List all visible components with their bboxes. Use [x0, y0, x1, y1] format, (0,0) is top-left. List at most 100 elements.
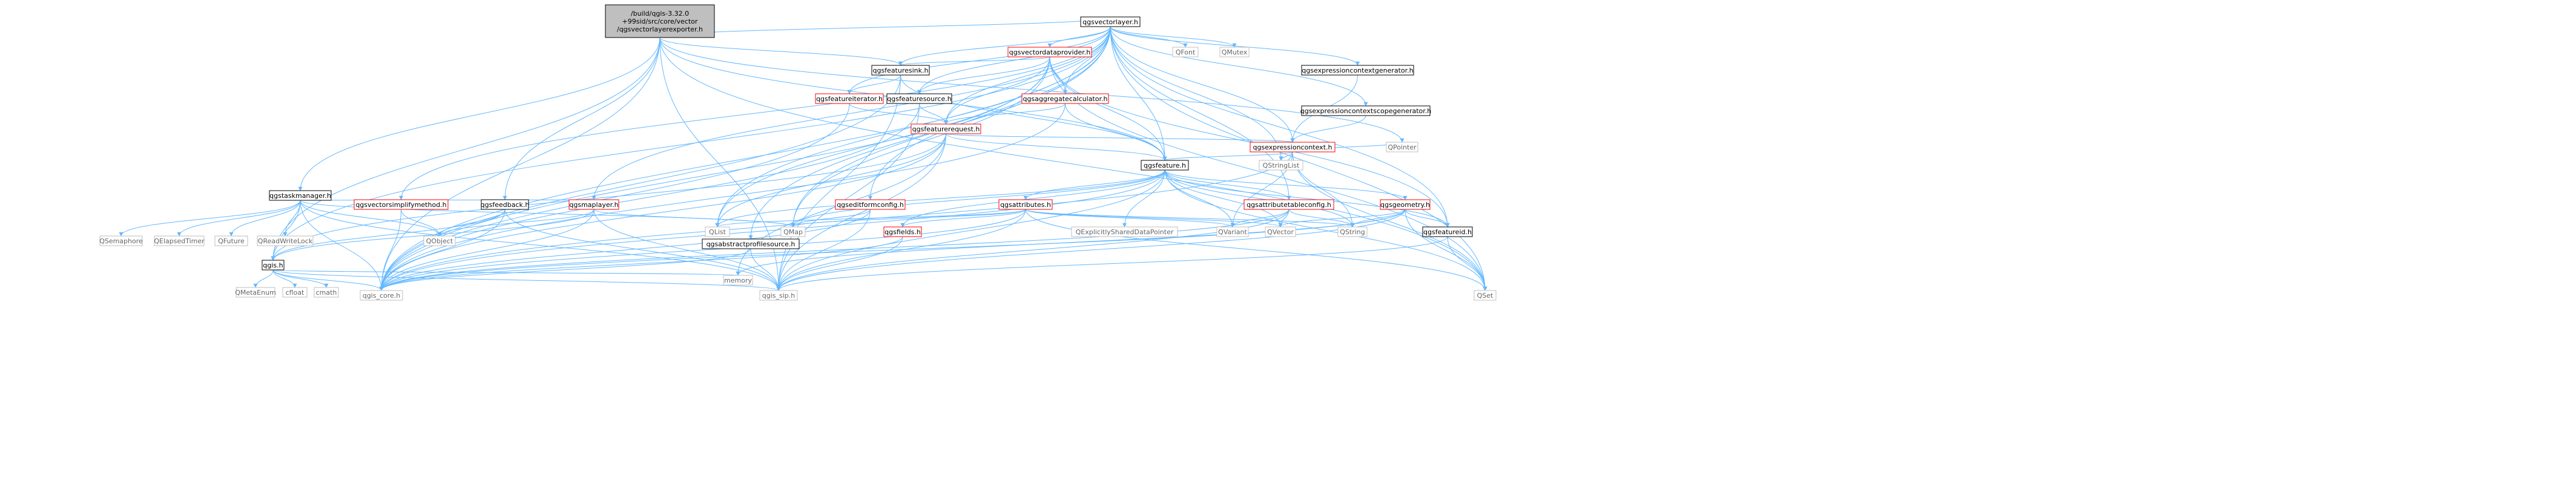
- edge-qgstaskmanager-to-qgis: [271, 200, 301, 261]
- node-box: [423, 235, 456, 246]
- node-root[interactable]: /build/qgis-3.32.0+99sid/src/core/vector…: [605, 4, 715, 38]
- edge-qgsvectorlayer-to-qgis_core: [379, 26, 1111, 291]
- node-box: [99, 235, 143, 246]
- node-qgsexpressioncontextscopegenerator[interactable]: qgsexpressioncontextscopegenerator.h: [1300, 105, 1432, 116]
- edge-line: [1405, 209, 1450, 228]
- edge-line: [379, 209, 1406, 291]
- edge-line: [1447, 236, 1487, 291]
- edge-qgstaskmanager-to-QElapsedTimer: [177, 200, 301, 237]
- node-qgstaskmanager[interactable]: qgstaskmanager.h: [269, 190, 332, 201]
- edge-line: [379, 133, 946, 291]
- edge-line: [593, 209, 796, 228]
- node-qgsfeatureid[interactable]: qgsfeatureid.h: [1422, 226, 1473, 237]
- node-qgsfeaturerequest[interactable]: qgsfeaturerequest.h: [911, 123, 981, 134]
- edge-line: [272, 269, 384, 291]
- node-qgsfeatureiterator[interactable]: qgsfeatureiterator.h: [815, 93, 884, 104]
- edge-qgsvectorlayer-to-QSet: [1110, 26, 1487, 291]
- edge-qgstaskmanager-to-QSemaphore: [119, 200, 301, 237]
- edge-line: [272, 269, 740, 276]
- edge-qgsfeaturerequest-to-qgsfeature: [946, 133, 1167, 161]
- node-label: qgsvectorlayer.h: [1082, 18, 1138, 26]
- node-label: QList: [709, 228, 726, 236]
- node-box: [1386, 142, 1418, 153]
- edge-line: [1025, 209, 1283, 228]
- node-box: [568, 199, 619, 210]
- edge-qgsvectorlayer-to-qgsexpressioncontextscopegenerator: [1110, 26, 1368, 107]
- node-box: [481, 199, 529, 210]
- edge-qgsvectorlayer-to-qgsexpressioncontext: [1110, 26, 1295, 143]
- node-box: [1250, 142, 1336, 153]
- edge-qgsfeature-to-qgis_sip: [776, 169, 1165, 291]
- node-label: QVector: [1267, 228, 1294, 236]
- node-qgsexpressioncontext[interactable]: qgsexpressioncontext.h: [1250, 142, 1336, 153]
- edge-line: [1025, 209, 1355, 228]
- edge-qgsfeatureiterator-to-qgsfeaturerequest: [849, 103, 948, 125]
- edge-qgsfeature-to-qgis_core: [379, 169, 1165, 291]
- node-qgsaggregatecalculator[interactable]: qgsaggregatecalculator.h: [1021, 93, 1109, 104]
- edge-qgstaskmanager-to-QObject: [300, 200, 442, 237]
- node-qgsgeometry[interactable]: qgsgeometry.h: [1380, 199, 1431, 210]
- node-qgis[interactable]: qgis.h: [262, 260, 285, 271]
- edge-line: [437, 209, 595, 237]
- edge-qgsgeometry-to-QVector: [1278, 209, 1406, 228]
- edge-line: [944, 56, 1050, 125]
- edge-line: [591, 26, 1111, 200]
- node-qgsvectorsimplifymethod[interactable]: qgsvectorsimplifymethod.h: [354, 199, 449, 210]
- node-box: [1080, 16, 1141, 27]
- node-box: [257, 235, 314, 246]
- edge-qgsvectordataprovider-to-qgsfeatureid: [1049, 56, 1450, 228]
- node-QList: QList: [705, 226, 730, 237]
- edge-qgsattributetableconfig-to-qgis_core: [379, 209, 1290, 291]
- edge-qgis-to-memory: [272, 269, 740, 276]
- node-QMutex: QMutex: [1219, 47, 1250, 57]
- edge-line: [504, 209, 781, 291]
- edge-qgsaggregatecalculator-to-qgsfeature: [1065, 103, 1167, 161]
- edge-line: [1110, 26, 1237, 48]
- edge-qgsvectorsimplifymethod-to-QObject: [401, 209, 442, 237]
- node-QSet: QSet: [1474, 290, 1497, 301]
- node-label: cfloat: [286, 289, 305, 297]
- node-label: qgis_sip.h: [762, 292, 796, 300]
- edge-line: [1110, 26, 1368, 107]
- edge-qgsfields-to-qgis_core: [379, 236, 903, 291]
- node-qgsfeedback[interactable]: qgsfeedback.h: [481, 199, 530, 210]
- node-cmath: cmath: [314, 287, 339, 298]
- node-qgsexpressioncontextgenerator[interactable]: qgsexpressioncontextgenerator.h: [1301, 65, 1414, 76]
- edge-qgsfields-to-qgis_sip: [776, 236, 903, 291]
- node-qgsfeature[interactable]: qgsfeature.h: [1141, 160, 1189, 171]
- edge-line: [917, 26, 1111, 94]
- edge-line: [1110, 26, 1295, 143]
- node-label: QFont: [1176, 48, 1196, 56]
- edge-line: [379, 236, 903, 291]
- edge-qgseditformconfig-to-QMap: [791, 209, 871, 228]
- edge-qgstaskmanager-to-qgis_core: [300, 200, 384, 291]
- edge-qgsvectorlayer-to-qgsfeature: [1110, 26, 1167, 161]
- node-qgsfields[interactable]: qgsfields.h: [883, 226, 922, 237]
- edge-qgsfeatureid-to-QSet: [1447, 236, 1487, 291]
- node-qgsvectorlayer[interactable]: qgsvectorlayer.h: [1080, 16, 1141, 27]
- node-box: [780, 226, 806, 237]
- node-qgsvectordataprovider[interactable]: qgsvectordataprovider.h: [1007, 47, 1092, 57]
- node-qgsmaplayer[interactable]: qgsmaplayer.h: [568, 199, 619, 210]
- edge-line: [898, 56, 1050, 66]
- edge-qgsfeature-to-qgsgeometry: [1164, 169, 1408, 200]
- edge-line: [379, 103, 920, 291]
- node-qgsattributes[interactable]: qgsattributes.h: [998, 199, 1053, 210]
- node-box: [605, 4, 715, 38]
- node-qgsfeaturesink[interactable]: qgsfeaturesink.h: [871, 65, 930, 76]
- edge-qgsattributes-to-QList: [715, 209, 1026, 228]
- node-QMetaEnum: QMetaEnum: [235, 287, 276, 298]
- node-qgseditformconfig[interactable]: qgseditformconfig.h: [835, 199, 906, 210]
- edge-qgsvectorlayer-to-QStringList: [1110, 26, 1283, 161]
- edge-line: [900, 74, 1167, 161]
- node-qgsattributetableconfig[interactable]: qgsattributetableconfig.h: [1244, 199, 1334, 210]
- node-label: QSet: [1477, 292, 1494, 300]
- edge-line: [272, 269, 781, 291]
- node-label: qgsvectorsimplifymethod.h: [355, 201, 446, 209]
- edge-qgsvectordataprovider-to-QMap: [791, 56, 1050, 228]
- node-qgsabstractprofilesource[interactable]: qgsabstractprofilesource.h: [702, 238, 800, 249]
- node-qgsfeaturesource[interactable]: qgsfeaturesource.h: [886, 93, 952, 104]
- node-label: qgsgeometry.h: [1380, 201, 1430, 209]
- edge-line: [1290, 115, 1366, 143]
